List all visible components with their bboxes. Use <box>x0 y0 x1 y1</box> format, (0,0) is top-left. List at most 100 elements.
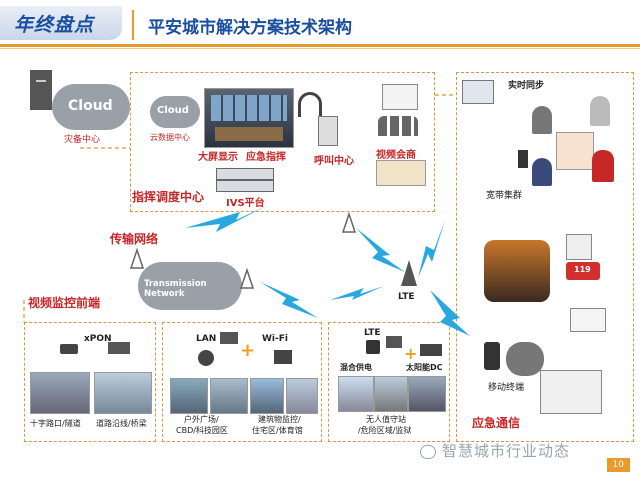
front-end-title: 视频监控前端 <box>28 296 101 310</box>
xpon-zone <box>24 322 156 442</box>
unattended-photo <box>338 376 374 412</box>
disaster-cloud: Cloud <box>52 84 130 130</box>
wechat-icon <box>420 444 436 459</box>
watermark-text: 智慧城市行业动态 <box>442 442 571 460</box>
map-icon <box>556 132 594 170</box>
residential-label: 住宅区/体育馆 <box>252 426 303 435</box>
radio-tower-icon <box>238 267 256 290</box>
page-number: 10 <box>606 458 630 472</box>
presentation-board-icon <box>382 84 418 110</box>
ivs-server-icon-2 <box>216 180 274 192</box>
transmission-network-cloud: Transmission Network <box>138 262 242 310</box>
lte-zone-label: LTE <box>364 328 381 338</box>
motorcycle-police-icon <box>506 342 544 376</box>
officer-icon <box>532 106 552 134</box>
meeting-people-icon <box>378 116 418 136</box>
lte-label: LTE <box>398 292 415 302</box>
building-label: 建筑物监控/ <box>258 415 301 424</box>
cbd-label: CBD/科技园区 <box>176 426 228 435</box>
dc-box-icon <box>420 344 442 356</box>
lan-label: LAN <box>196 334 217 344</box>
console-desk <box>215 127 283 141</box>
ambulance-icon <box>570 308 606 332</box>
firefighter-icon <box>592 150 614 182</box>
plus-icon: + <box>404 344 418 363</box>
fire-truck-icon: 119 <box>566 262 600 280</box>
camera-icon <box>60 344 78 354</box>
disaster-cloud-label: Cloud <box>68 98 113 114</box>
unattended-label: 无人值守站 <box>366 415 406 424</box>
crossroad-photo <box>30 372 90 414</box>
mobile-terminal-label: 移动终端 <box>488 383 525 393</box>
trunk-label: 宽带集群 <box>486 191 523 201</box>
crossroad-label: 十字路口/隧道 <box>30 419 81 428</box>
watermark: 智慧城市行业动态 <box>420 440 570 461</box>
server-led <box>36 80 46 82</box>
command-center-title: 指挥调度中心 <box>132 190 205 204</box>
prison-photo <box>408 376 446 412</box>
walkie-talkie-icon <box>518 150 528 168</box>
road-photo <box>94 372 152 414</box>
video-conference-label: 视频会商 <box>376 150 416 161</box>
monitor-icon <box>462 80 494 104</box>
transmission-network-cloud-label: Transmission Network <box>144 279 207 299</box>
call-center-label: 呼叫中心 <box>314 156 354 167</box>
building-photo <box>250 378 284 414</box>
xpon-label: xPON <box>84 334 112 344</box>
wifi-camera-icon <box>274 350 292 364</box>
emergency-title: 应急通信 <box>472 416 521 430</box>
fire-scene-image <box>484 240 550 302</box>
conference-room-icon <box>376 160 426 186</box>
command-center-zone <box>130 72 435 212</box>
emergency-zone <box>456 72 634 442</box>
onu-device-icon <box>108 342 130 354</box>
danger-label: /危险区域/监狱 <box>358 426 412 435</box>
transport-network-label: 传输网络 <box>110 232 159 246</box>
big-screen-label: 大屏显示 <box>198 152 238 163</box>
cbd-photo <box>210 378 248 414</box>
square-label: 户外广场/ <box>184 415 219 424</box>
lte-camera-icon <box>386 336 402 348</box>
headset-icon <box>298 92 322 117</box>
page-title: 平安城市解决方案技术架构 <box>148 18 352 38</box>
ivs-label: IVS平台 <box>226 198 265 209</box>
switch-icon <box>220 332 238 344</box>
wifi-label: Wi-Fi <box>262 334 288 344</box>
dome-camera-icon <box>198 350 214 366</box>
cloud-datacenter: Cloud <box>150 96 200 128</box>
lte-zone <box>328 322 450 442</box>
fire-truck-number: 119 <box>574 265 591 274</box>
video-wall-image <box>204 88 294 148</box>
cloud-datacenter-caption: 云数据中心 <box>150 133 190 142</box>
server-rack-icon <box>30 70 52 110</box>
mobile-terminal-icon <box>484 342 500 370</box>
map-pin-icon <box>566 234 592 260</box>
stadium-photo <box>286 378 318 414</box>
nurse-icon <box>590 96 610 126</box>
header-badge-text: 年终盘点 <box>14 14 95 36</box>
emergency-command-label: 应急指挥 <box>246 152 286 163</box>
command-vehicle-icon <box>540 370 602 414</box>
mixed-power-label: 混合供电 <box>340 363 372 372</box>
cloud-datacenter-label: Cloud <box>157 105 189 116</box>
radio-tower-icon <box>340 211 358 234</box>
phone-icon <box>318 116 338 146</box>
square-photo <box>170 378 208 414</box>
road-label: 道路沿线/桥梁 <box>96 419 147 428</box>
solar-label: 太阳能DC <box>406 363 443 372</box>
lan-wifi-zone <box>162 322 322 442</box>
header-badge: 年终盘点 <box>0 6 122 40</box>
lte-tower-icon <box>398 258 420 288</box>
police-icon <box>532 158 552 186</box>
video-wall-screens <box>211 95 287 121</box>
realtime-sync-label: 实时同步 <box>508 81 545 91</box>
danger-zone-photo <box>374 376 408 412</box>
ivs-server-icon-1 <box>216 168 274 180</box>
header-separator <box>132 10 134 40</box>
radio-tower-icon <box>128 247 146 270</box>
header-rule <box>0 44 640 47</box>
lte-router-icon <box>366 340 380 354</box>
disaster-center-label: 灾备中心 <box>64 135 101 145</box>
header-rule-thin <box>0 48 640 49</box>
